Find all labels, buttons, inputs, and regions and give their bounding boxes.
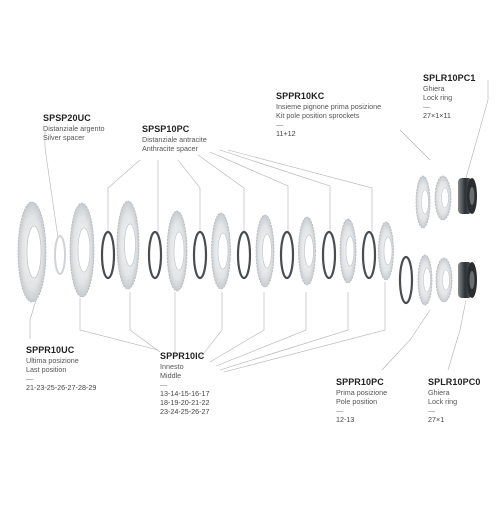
leader-sppr10kc — [399, 129, 431, 161]
leader-sppr10ic-6 — [215, 292, 307, 367]
label-splr10pc0: SPLR10PC0 Ghiera Lock ring — 27×1 — [428, 377, 480, 424]
lock-ring-lower — [458, 262, 477, 298]
leader-sppr10ic-2 — [129, 292, 161, 353]
leader-spsp10pc-6 — [219, 149, 331, 232]
leader-spsp10pc-7 — [227, 149, 373, 232]
part-code: SPPR10IC — [160, 351, 205, 361]
part-name-en: Last position — [26, 365, 67, 375]
separator: — — [26, 374, 34, 384]
part-name-en: Anthracite spacer — [142, 144, 198, 154]
part-name-en: Kit pole position sprockets — [276, 111, 360, 121]
leader-spsp10pc-4 — [197, 154, 245, 232]
leader-sppr10pc — [381, 309, 431, 371]
label-spsp10pc: SPSP10PC Distanziale antracite Anthracit… — [142, 124, 207, 153]
leader-sppr10ic-7 — [219, 292, 349, 371]
anthracite-spacer-5 — [279, 230, 295, 280]
label-sppr10uc: SPPR10UC Ultima posizione Last position … — [26, 345, 96, 392]
part-name-it: Ghiera — [428, 388, 450, 398]
part-name-it: Distanziale antracite — [142, 135, 207, 145]
leader-sppr10ic-1 — [79, 298, 159, 351]
sprocket-middle-3 — [166, 210, 188, 292]
separator: — — [428, 406, 436, 416]
leader-spsp10pc-3 — [177, 159, 201, 232]
label-sppr10pc: SPPR10PC Prima posizione Pole position —… — [336, 377, 387, 424]
part-name-en: Pole position — [336, 397, 378, 407]
anthracite-spacer-6 — [321, 230, 337, 280]
sprocket-middle-4 — [211, 212, 231, 290]
part-name-it: Ultima posizione — [26, 356, 79, 366]
sprocket-middle-2 — [116, 200, 140, 290]
leader-splr10pc0 — [447, 299, 467, 371]
part-values-1: 13-14-15-16-17 — [160, 389, 210, 399]
pole-position-spacer — [398, 255, 414, 305]
sprocket-middle-5 — [255, 214, 275, 288]
label-splr10pc1: SPLR10PC1 Ghiera Lock ring — 27×1×11 — [423, 73, 475, 120]
part-code: SPSP20UC — [43, 113, 91, 123]
part-code: SPLR10PC1 — [423, 73, 476, 83]
part-values: 11+12 — [276, 129, 296, 139]
sprocket-middle-7 — [339, 218, 357, 284]
part-name-en: Lock ring — [423, 93, 453, 103]
separator: — — [423, 102, 431, 112]
part-name-it: Insieme pignone prima posizione — [276, 102, 382, 112]
part-name-it: Distanziale argento — [43, 124, 105, 134]
part-name-en: Lock ring — [428, 397, 458, 407]
sprocket-middle-6 — [298, 216, 316, 286]
label-spsp20uc: SPSP20UC Distanziale argento Silver spac… — [43, 113, 105, 142]
part-values: 12-13 — [336, 415, 355, 425]
anthracite-spacer-3 — [192, 230, 208, 280]
separator: — — [336, 406, 344, 416]
leader-lines — [29, 80, 489, 373]
part-name-en: Silver spacer — [43, 133, 85, 143]
part-values: 21-23-25-26-27-28-29 — [26, 383, 97, 393]
label-sppr10kc: SPPR10KC Insieme pignone prima posizione… — [276, 91, 381, 138]
part-code: SPPR10KC — [276, 91, 325, 101]
leader-spsp20uc — [44, 131, 59, 239]
anthracite-spacer-2 — [147, 230, 163, 280]
anthracite-spacer-1 — [100, 230, 116, 280]
part-code: SPLR10PC0 — [428, 377, 481, 387]
part-code: SPSP10PC — [142, 124, 190, 134]
leader-spsp10pc-1 — [107, 159, 141, 232]
sprocket-last-position — [17, 201, 47, 303]
leader-spsp10pc-5 — [209, 151, 289, 232]
label-sppr10ic: SPPR10IC Innesto Middle — 13-14-15-16-17… — [160, 351, 210, 416]
part-values-2: 18-19-20-21-22 — [160, 398, 210, 408]
part-values: 27×1×11 — [423, 111, 451, 121]
leader-sppr10uc — [29, 299, 37, 339]
part-name-it: Ghiera — [423, 84, 445, 94]
kit-pole-position-sprockets — [415, 175, 452, 229]
sprocket-pole-position — [417, 254, 453, 306]
part-values-3: 23-24-25-26-27 — [160, 407, 210, 417]
leader-sppr10ic-8 — [223, 282, 386, 373]
part-values: 27×1 — [428, 415, 445, 425]
silver-spacer — [54, 235, 66, 275]
sprocket-middle-8 — [378, 221, 394, 281]
part-name-en: Middle — [160, 371, 182, 381]
anthracite-spacer-4 — [236, 230, 252, 280]
leader-sppr10ic-4 — [199, 292, 223, 359]
leader-sppr10ic-5 — [209, 292, 265, 363]
separator: — — [160, 380, 168, 390]
part-name-it: Prima posizione — [336, 388, 388, 398]
anthracite-spacer-7 — [361, 230, 377, 280]
separator: — — [276, 120, 284, 130]
lock-ring-upper — [458, 178, 477, 214]
sprocket-middle-1 — [69, 202, 95, 298]
part-name-it: Innesto — [160, 362, 184, 372]
leader-splr10pc1 — [465, 80, 489, 179]
part-code: SPPR10PC — [336, 377, 384, 387]
part-code: SPPR10UC — [26, 345, 75, 355]
